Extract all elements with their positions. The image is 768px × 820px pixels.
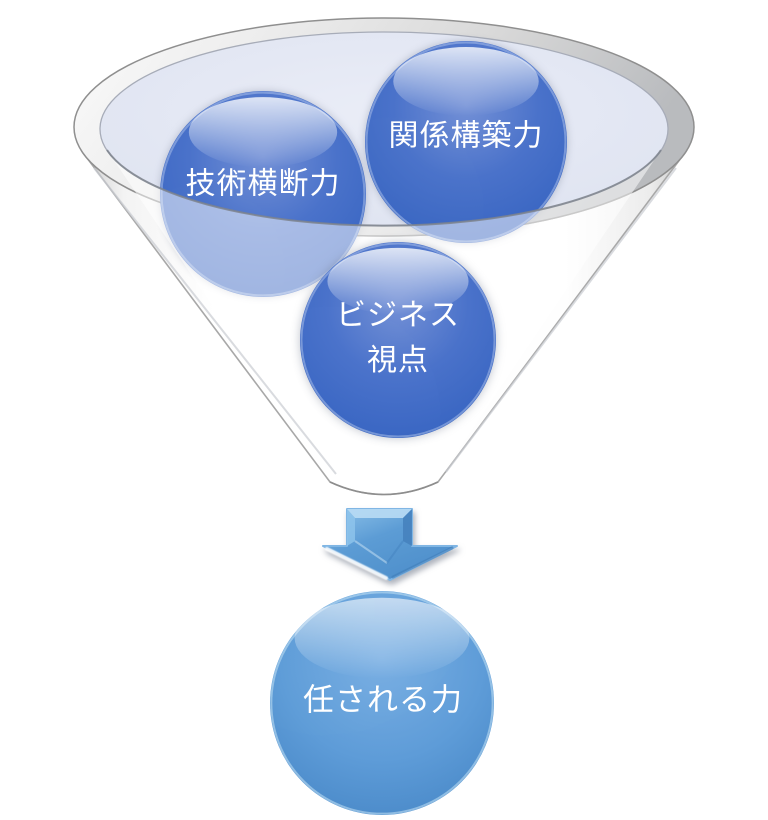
result-ball-label: 任される力 xyxy=(303,682,463,718)
result-ball-gloss xyxy=(294,597,470,679)
result-ball-rimlight-top xyxy=(274,587,414,668)
down-arrow-ridge-left xyxy=(354,540,388,564)
funnel-bottom-edge xyxy=(329,481,439,496)
down-arrow-bevel-right xyxy=(403,509,412,546)
funnel-ball-3-label-line1: ビジネス xyxy=(336,299,460,332)
result-ball xyxy=(270,587,494,815)
funnel-ball-3 xyxy=(300,242,496,438)
funnel-front-edge xyxy=(106,149,662,227)
funnel-ball-3-label: ビジネス 視点 xyxy=(336,293,460,383)
funnel-ball-3-rimlight xyxy=(304,368,382,437)
funnel-ball-2-gloss xyxy=(393,47,539,116)
down-arrow-ridge-right xyxy=(386,540,404,564)
funnel-wall-line-left xyxy=(93,167,337,475)
down-arrow-body xyxy=(322,508,458,581)
down-arrow-bevel-left xyxy=(347,509,355,546)
result-ball-rimlight-bottom xyxy=(282,757,337,807)
funnel-ball-2-label: 関係構築力 xyxy=(388,119,544,153)
funnel-ball-1-label: 技術横断力 xyxy=(185,167,341,201)
down-arrow-icon xyxy=(322,508,458,581)
funnel-wall-line-right xyxy=(445,167,677,473)
funnel-ball-3-ring xyxy=(300,242,496,438)
down-arrow-shade xyxy=(391,546,454,579)
down-arrow-bevel-top xyxy=(347,509,412,518)
funnel-ball-3-gloss xyxy=(327,247,469,315)
down-arrow-glint xyxy=(325,547,388,580)
funnel-ball-3-label-line2: 視点 xyxy=(367,344,429,377)
funnel-ball-1-gloss xyxy=(188,97,338,168)
